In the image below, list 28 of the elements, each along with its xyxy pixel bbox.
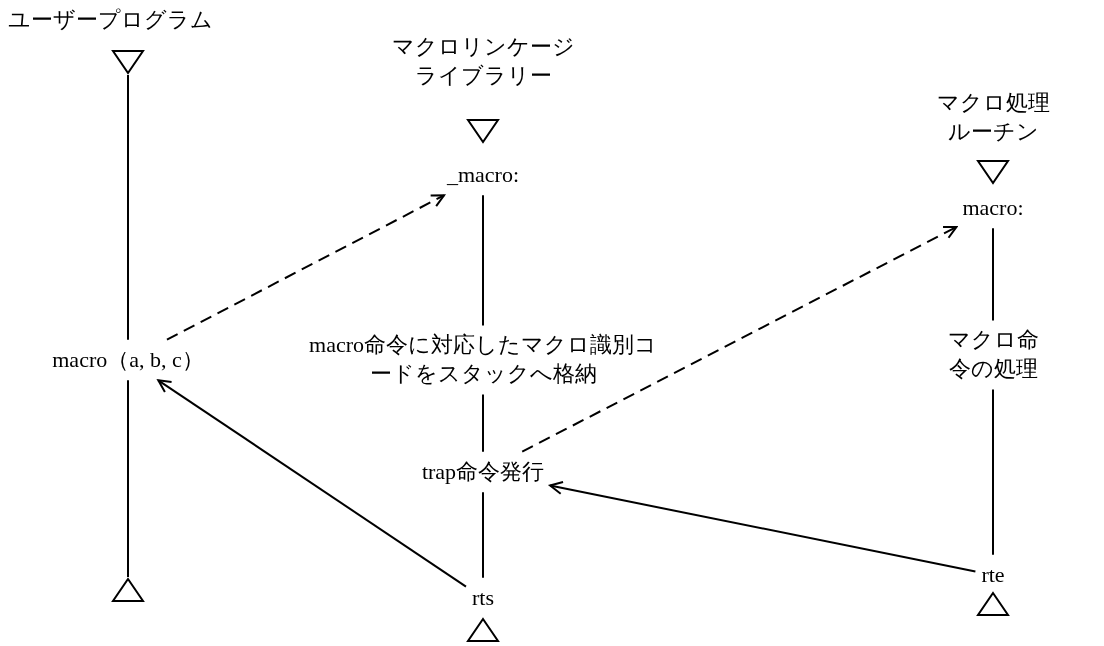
end-triangle [466,617,500,643]
start-triangle [111,49,145,75]
step-text: macro: [962,193,1024,223]
connector-line [482,491,484,579]
column-heading: ユーザープログラム [7,5,213,34]
start-triangle [466,118,500,144]
arrow [165,194,446,341]
step-text: rts [472,583,494,613]
step-text: _macro: [446,160,520,190]
arrow [549,481,977,573]
connector-line [482,194,484,327]
end-triangle [976,591,1010,617]
start-triangle [976,159,1010,185]
step-text: rte [981,560,1005,590]
column-heading: マクロリンケージライブラリー [390,33,576,90]
connector-line [127,74,129,341]
column-heading: マクロ処理ルーチン [935,89,1051,146]
arrow [521,225,958,453]
connector-line [482,393,484,453]
step-text: macro（a, b, c） [52,345,204,375]
step-text: trap命令発行 [421,457,545,487]
connector-line [127,379,129,578]
arrow [157,379,467,588]
connector-line [992,227,994,322]
end-triangle [111,577,145,603]
connector-line [992,388,994,556]
step-text: macro命令に対応したマクロ識別コードをスタックへ格納 [308,331,658,389]
step-text: マクロ命令の処理 [937,326,1049,384]
